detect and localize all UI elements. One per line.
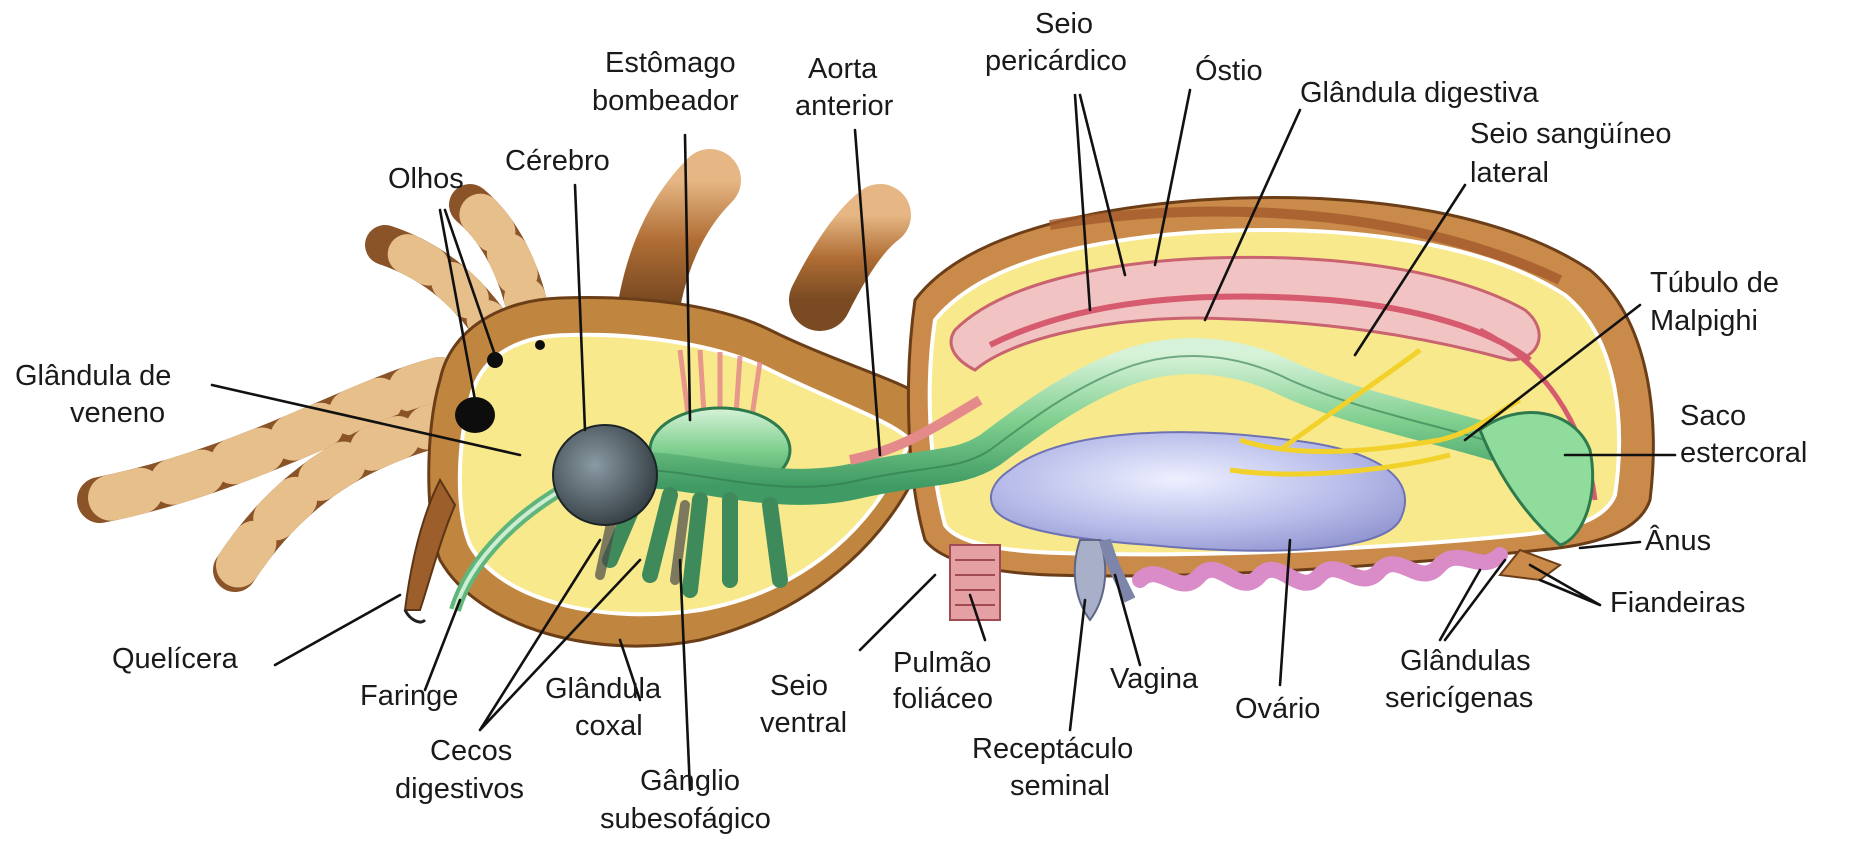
label-veneno-line1: Glândula de (15, 360, 171, 392)
label-anus: Ânus (1645, 524, 1711, 557)
label-glandula-coxal-line2: coxal (575, 710, 643, 742)
eye-tiny (535, 340, 545, 350)
label-olhos: Olhos (388, 163, 464, 195)
label-seio-sang-line2: lateral (1470, 157, 1549, 189)
leader-quelicera (275, 595, 400, 665)
label-estomago-line1: Estômago (605, 47, 736, 79)
seminal-receptacle (1075, 540, 1105, 620)
label-aorta-line2: anterior (795, 90, 894, 122)
label-glandulas-seri-line2: sericígenas (1385, 682, 1533, 714)
label-ovario: Ovário (1235, 693, 1320, 725)
label-seio-peri-line2: pericárdico (985, 45, 1127, 77)
leg-upper-4 (820, 215, 880, 300)
leader-fiandeiras (1530, 565, 1600, 605)
leader-glandulas-seri (1440, 560, 1505, 640)
leader-faringe (425, 600, 460, 690)
label-quelicera: Quelícera (112, 643, 239, 675)
label-glandulas-seri-line1: Glândulas (1400, 645, 1531, 677)
eye-large (455, 397, 495, 433)
label-estomago-line2: bombeador (592, 85, 739, 117)
fang (405, 610, 425, 622)
label-fiandeiras: Fiandeiras (1610, 587, 1745, 619)
label-vagina: Vagina (1110, 663, 1199, 695)
label-receptaculo-line1: Receptáculo (972, 733, 1133, 765)
label-seio-peri-line1: Seio (1035, 8, 1093, 40)
label-aorta-line1: Aorta (808, 53, 878, 85)
label-seio-ventral-line2: ventral (760, 707, 847, 739)
label-glandula-coxal-line1: Glândula (545, 673, 662, 705)
label-ganglio-line2: subesofágico (600, 803, 771, 835)
label-ganglio-line1: Gânglio (640, 765, 740, 797)
label-cecos-line1: Cecos (430, 735, 512, 767)
label-cerebro: Cérebro (505, 145, 610, 177)
label-pulmao-line1: Pulmão (893, 647, 991, 679)
label-ostio: Óstio (1195, 54, 1263, 87)
label-veneno-line2: veneno (70, 397, 165, 429)
label-saco-line2: estercoral (1680, 437, 1807, 469)
label-faringe: Faringe (360, 680, 458, 712)
label-tubulo-line1: Túbulo de (1650, 267, 1779, 299)
label-glandula-digestiva: Glândula digestiva (1300, 77, 1539, 109)
label-seio-ventral-line1: Seio (770, 670, 828, 702)
leader-receptaculo (1070, 600, 1085, 730)
label-cecos-line2: digestivos (395, 773, 524, 805)
brain (553, 425, 657, 525)
label-saco-line1: Saco (1680, 400, 1746, 432)
label-receptaculo-line2: seminal (1010, 770, 1110, 802)
leg-upper-3 (650, 180, 710, 300)
label-tubulo-line2: Malpighi (1650, 305, 1758, 337)
label-seio-sang-line1: Seio sangüíneo (1470, 118, 1672, 150)
label-pulmao-line2: foliáceo (893, 683, 993, 715)
leader-seio-ventral (860, 575, 935, 650)
